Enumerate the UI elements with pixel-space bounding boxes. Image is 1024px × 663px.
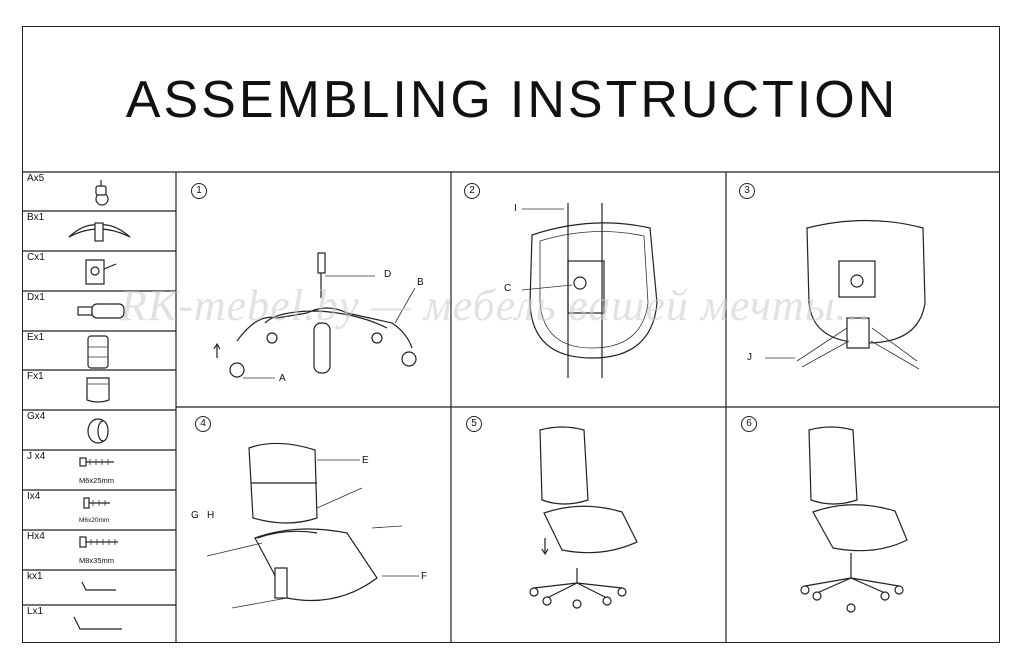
step-number: 4 (195, 416, 211, 432)
part-label: Bx1 (27, 212, 45, 223)
callout-h: H (207, 510, 215, 521)
part-size: M8x35mm (79, 556, 115, 565)
part-label: J x4 (27, 451, 46, 462)
step-2-diagram (521, 203, 658, 378)
callout-g: G (191, 510, 199, 521)
part-row-i: Ix4 M6x20mm (24, 490, 176, 530)
step-3-panel: 3 J (727, 173, 1000, 406)
bolt-j-icon (79, 457, 114, 467)
step-5-panel: 5 (452, 408, 725, 642)
backrest-icon (87, 335, 109, 369)
part-row-a: Ax5 (24, 172, 176, 211)
callout-a: A (279, 373, 286, 384)
step-4-diagram (206, 442, 419, 609)
part-row-e: Ex1 (24, 331, 176, 370)
step-5-diagram (529, 426, 638, 609)
step-number: 3 (739, 183, 755, 199)
step-1-panel: 1 D B A (177, 173, 450, 406)
part-label: Gx4 (27, 411, 46, 422)
step-6-panel: 6 (727, 408, 1000, 642)
bolt-h-icon (79, 536, 118, 548)
step-6-diagram (800, 426, 908, 613)
page-title: ASSEMBLING INSTRUCTION (24, 28, 1000, 172)
callout-f: F (421, 571, 428, 582)
part-label: Cx1 (27, 252, 45, 263)
callout-i: I (514, 203, 517, 214)
outer-frame (22, 26, 1000, 643)
bolt-i-icon (83, 497, 110, 509)
seat-icon (86, 377, 110, 403)
part-row-d: Dx1 (24, 291, 176, 331)
part-row-g: Gx4 (24, 410, 176, 450)
part-label: Ix4 (27, 491, 41, 502)
part-size: M6x25mm (79, 476, 115, 485)
part-row-j: J x4 M6x25mm (24, 450, 176, 490)
mechanism-icon (85, 259, 117, 285)
step-number: 5 (466, 416, 482, 432)
callout-b: B (417, 277, 424, 288)
step-number: 1 (191, 183, 207, 199)
step-number: 6 (741, 416, 757, 432)
part-label: Hx4 (27, 531, 45, 542)
step-2-panel: 2 I C (452, 173, 725, 406)
part-label: Lx1 (27, 606, 44, 617)
step-1-diagram (213, 252, 417, 379)
hex-key-large-icon (73, 616, 122, 630)
caster-icon (95, 180, 109, 206)
part-row-l: Lx1 (24, 605, 176, 642)
part-label: Ex1 (27, 332, 45, 343)
callout-e: E (362, 455, 369, 466)
cap-icon (87, 418, 109, 444)
part-row-f: Fx1 (24, 370, 176, 410)
part-row-c: Cx1 (24, 251, 176, 291)
title-word-1: ASSEMBLING (125, 71, 494, 129)
watermark: RK-mebel.by — мебель вашей мечты... (120, 281, 872, 330)
step-3-diagram (765, 219, 926, 370)
part-label: Fx1 (27, 371, 44, 382)
part-row-k: kx1 (24, 570, 176, 605)
callout-d: D (384, 269, 392, 280)
callout-j: J (747, 352, 752, 363)
part-row-b: Bx1 (24, 211, 176, 251)
part-row-h: Hx4 M8x35mm (24, 530, 176, 570)
part-label: kx1 (27, 571, 43, 582)
callout-c: C (504, 283, 512, 294)
title-word-2: INSTRUCTION (509, 71, 899, 129)
part-label: Dx1 (27, 292, 45, 303)
hex-key-small-icon (81, 581, 116, 591)
part-label: Ax5 (27, 173, 45, 184)
gas-lift-icon (77, 303, 125, 319)
parts-list: Ax5 Bx1 Cx1 Dx1 E (24, 172, 176, 642)
step-4-panel: 4 E G H F (177, 408, 450, 642)
part-size: M6x20mm (79, 517, 110, 524)
step-number: 2 (464, 183, 480, 199)
base-icon (68, 222, 131, 242)
